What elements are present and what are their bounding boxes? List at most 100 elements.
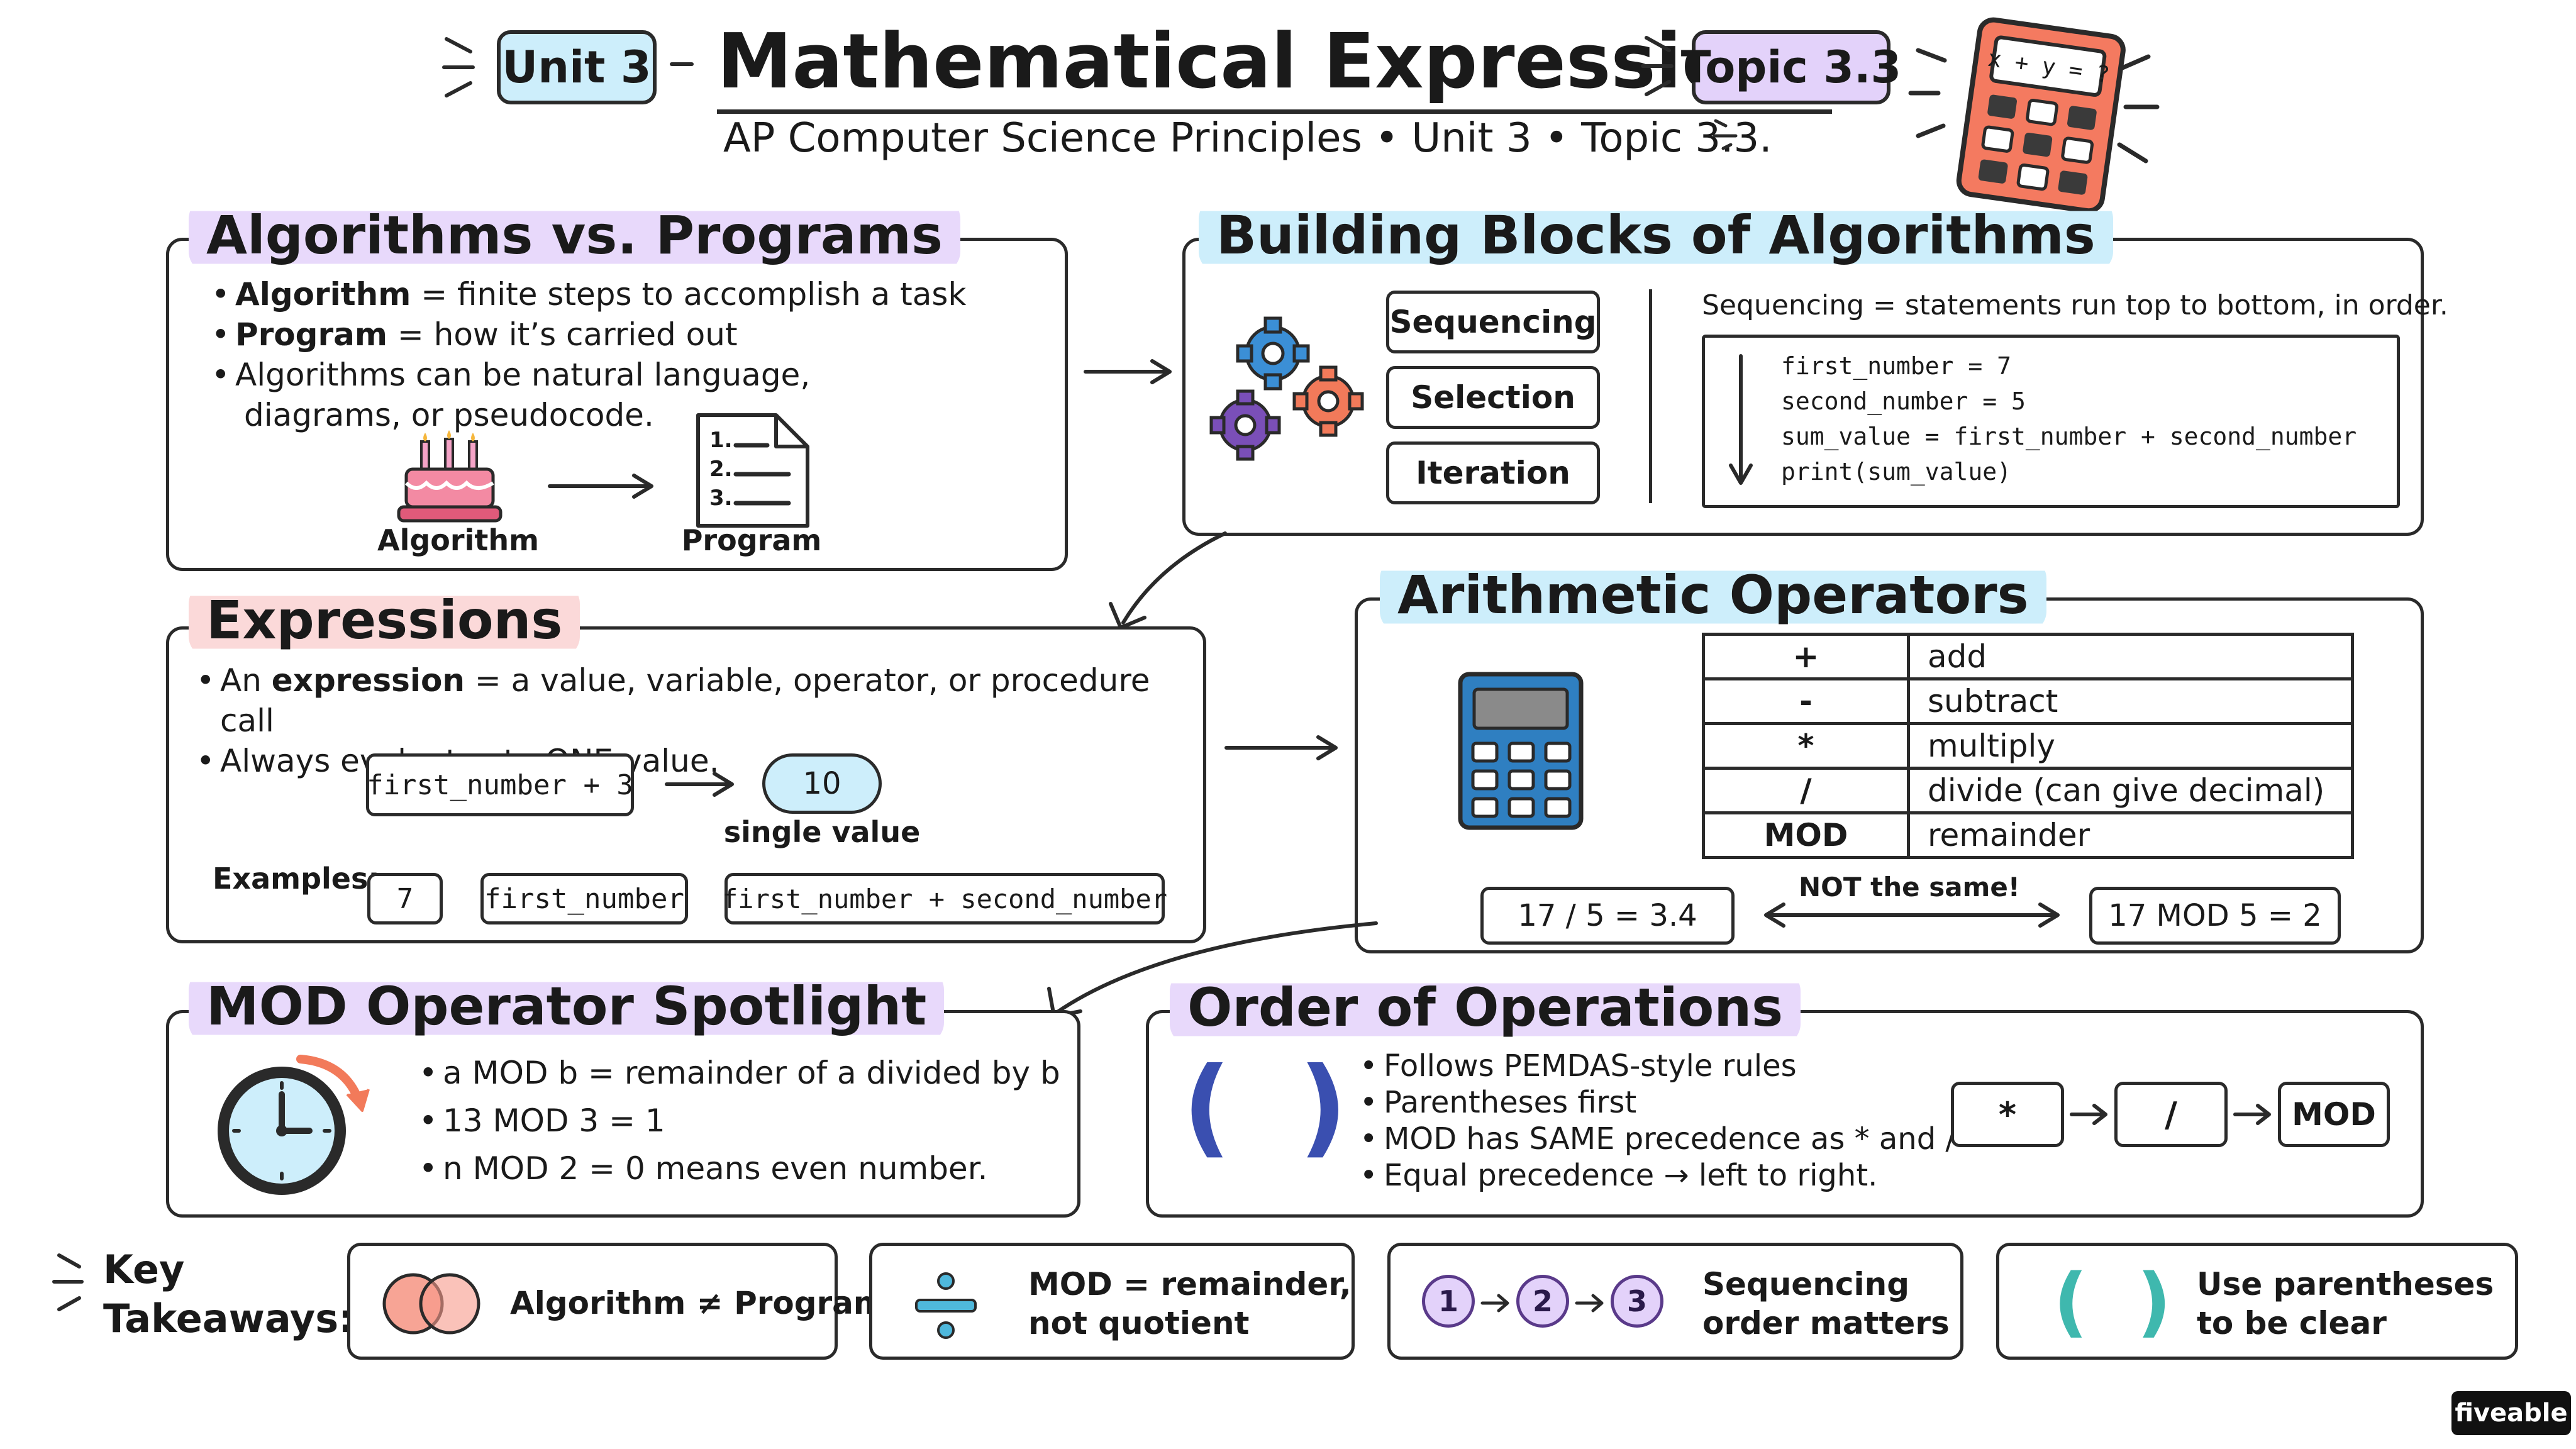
example-expression-box: first_number + 3: [366, 753, 634, 816]
arrow-right-icon: [548, 474, 653, 499]
list-item: MOD has SAME precedence as * and /: [1356, 1121, 1972, 1157]
example-box: first_number + second_number: [722, 873, 1167, 924]
code-line: first_number = 7: [1781, 352, 2012, 380]
table-row: /divide (can give decimal): [1702, 767, 2354, 814]
order-bullet-list: Follows PEMDAS-style rules Parentheses f…: [1356, 1048, 1972, 1194]
program-label: Program: [681, 523, 822, 557]
code-line: sum_value = first_number + second_number: [1781, 423, 2357, 450]
takeaway-text: MOD = remainder,: [1028, 1266, 1352, 1302]
header: Unit 3 Mathematical Expressions Topic 3.…: [0, 0, 2576, 214]
code-line: second_number = 5: [1781, 387, 2026, 415]
list-item: An expression = a value, variable, opera…: [192, 660, 1186, 741]
list-item: Algorithm = finite steps to accomplish a…: [208, 274, 1025, 314]
table-row: *multiply: [1702, 722, 2354, 770]
expressions-bullet-list: An expression = a value, variable, opera…: [192, 660, 1186, 781]
sparkle-lines-icon: [442, 37, 475, 97]
calculator-icon: [1458, 672, 1584, 830]
arrow-right-icon: [2070, 1104, 2107, 1125]
double-arrow-icon: [1764, 902, 2060, 928]
order-of-operations-title: Order of Operations: [1170, 970, 1801, 1045]
page-subtitle: AP Computer Science Principles • Unit 3 …: [723, 115, 1772, 162]
sequencing-description: Sequencing = statements run top to botto…: [1702, 289, 2448, 321]
operators-table: +add -subtract *multiply /divide (can gi…: [1702, 633, 2354, 859]
result-value-pill: 10: [762, 753, 882, 814]
list-item: Algorithms can be natural language,: [208, 355, 1025, 395]
precedence-step: MOD: [2278, 1082, 2390, 1147]
list-number: 3.: [709, 486, 733, 511]
comparison-label: NOT the same!: [1799, 872, 2020, 902]
takeaway-card: MOD = remainder, not quotient: [869, 1243, 1355, 1360]
precedence-step: /: [2114, 1082, 2228, 1147]
arrow-right-icon: [1224, 735, 1338, 760]
algorithms-vs-programs-title: Algorithms vs. Programs: [189, 197, 960, 273]
precedence-step: *: [1951, 1082, 2064, 1147]
list-item: Parentheses first: [1356, 1084, 1972, 1121]
expressions-title: Expressions: [189, 582, 580, 658]
operator-symbol: +: [1702, 633, 1910, 680]
divider: [1649, 289, 1652, 503]
takeaway-text: order matters: [1702, 1305, 1950, 1341]
list-item: 13 MOD 3 = 1: [415, 1097, 1063, 1145]
division-example-box: 17 / 5 = 3.4: [1480, 887, 1735, 945]
block-sequencing: Sequencing: [1386, 291, 1600, 353]
unit-badge: Unit 3: [497, 30, 657, 104]
step-number: 3: [1611, 1275, 1663, 1328]
operator-meaning: multiply: [1907, 722, 2354, 770]
result-label: single value: [723, 815, 921, 849]
arrow-right-icon: [2233, 1104, 2271, 1125]
examples-label: Examples:: [213, 862, 380, 896]
takeaway-text: to be clear: [2197, 1305, 2387, 1341]
operator-meaning: add: [1907, 633, 2354, 680]
arrow-right-icon: [665, 772, 734, 797]
takeaway-text: Use parentheses: [2197, 1266, 2494, 1302]
topic-badge: Topic 3.3: [1681, 30, 1901, 104]
takeaway-card: 1 2 3 Sequencing order matters: [1387, 1243, 1963, 1360]
list-item: Equal precedence → left to right.: [1356, 1157, 1972, 1194]
list-item-continuation: diagrams, or pseudocode.: [244, 397, 654, 433]
table-row: -subtract: [1702, 677, 2354, 725]
dash-icon: [670, 62, 694, 66]
arrow-right-icon: [1480, 1294, 1509, 1313]
takeaway-card: Algorithm ≠ Program: [347, 1243, 886, 1360]
operator-symbol: MOD: [1702, 811, 1910, 859]
operator-symbol: -: [1702, 677, 1910, 725]
venn-diagram-icon: [382, 1273, 480, 1335]
algorithms-bullet-list: Algorithm = finite steps to accomplish a…: [208, 274, 1025, 435]
operator-symbol: *: [1702, 722, 1910, 770]
operator-meaning: divide (can give decimal): [1907, 767, 2354, 814]
document-icon: [696, 413, 809, 528]
parentheses-icon: ( ): [2053, 1258, 2183, 1346]
sparkle-lines-icon: [1641, 36, 1674, 96]
calculator-icon: [1908, 17, 2160, 214]
arithmetic-operators-title: Arithmetic Operators: [1380, 557, 2046, 633]
takeaway-text: Algorithm ≠ Program: [510, 1285, 887, 1321]
block-iteration: Iteration: [1386, 441, 1600, 504]
curved-arrow-icon: [1109, 531, 1227, 630]
parentheses-icon: ( ): [1182, 1045, 1363, 1169]
step-number: 1: [1422, 1275, 1475, 1328]
brand-logo: fiveable: [2451, 1391, 2571, 1435]
operator-meaning: remainder: [1907, 811, 2354, 859]
arrow-right-icon: [1084, 359, 1172, 384]
list-item: n MOD 2 = 0 means even number.: [415, 1145, 1063, 1192]
small-sparkle-icon: [1713, 119, 1738, 150]
list-item: Follows PEMDAS-style rules: [1356, 1048, 1972, 1084]
list-item: Program = how it’s carried out: [208, 314, 1025, 355]
mod-spotlight-title: MOD Operator Spotlight: [189, 969, 945, 1044]
takeaway-card: ( ) Use parentheses to be clear: [1996, 1243, 2518, 1360]
step-number: 2: [1516, 1275, 1569, 1328]
example-box: 7: [367, 873, 443, 924]
list-number: 2.: [709, 457, 733, 482]
operator-meaning: subtract: [1907, 677, 2354, 725]
table-row: +add: [1702, 633, 2354, 680]
key-takeaways-label: Key Takeaways:: [103, 1246, 354, 1341]
list-item: a MOD b = remainder of a divided by b: [415, 1049, 1063, 1097]
clock-icon: [218, 1055, 370, 1195]
arrow-down-icon: [1729, 354, 1753, 485]
cake-icon: [397, 430, 502, 523]
arrow-right-icon: [1575, 1294, 1604, 1313]
page-title: Mathematical Expressions: [717, 15, 1833, 114]
list-number: 1.: [709, 428, 733, 453]
code-line: print(sum_value): [1781, 458, 2012, 486]
code-box: [1702, 335, 2400, 508]
